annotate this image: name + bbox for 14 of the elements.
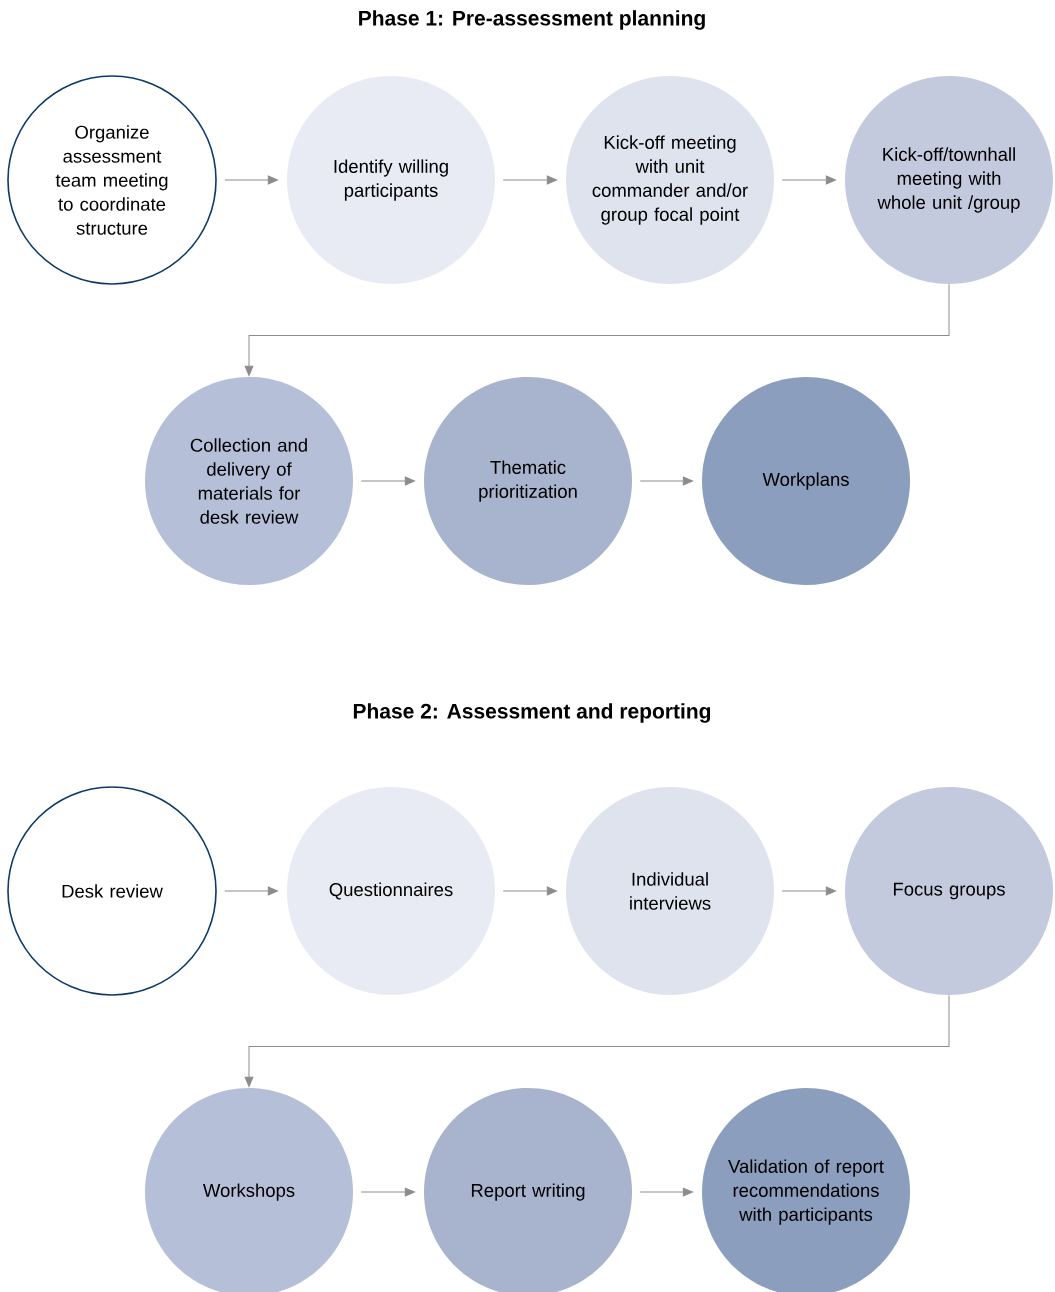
arrow [360,1187,415,1197]
arrow [244,994,950,1087]
arrow [502,175,557,185]
arrow [224,175,278,185]
arrow [360,476,415,486]
phase-heading: Phase 1: Pre-assessment planning [359,10,705,30]
arrow [502,886,557,896]
arrow [781,175,836,185]
arrow [639,476,693,486]
arrow [224,886,278,896]
arrow [781,886,836,896]
phase-heading: Phase 2: Assessment and reporting [353,703,711,723]
arrow [244,283,950,376]
arrow [639,1187,693,1197]
